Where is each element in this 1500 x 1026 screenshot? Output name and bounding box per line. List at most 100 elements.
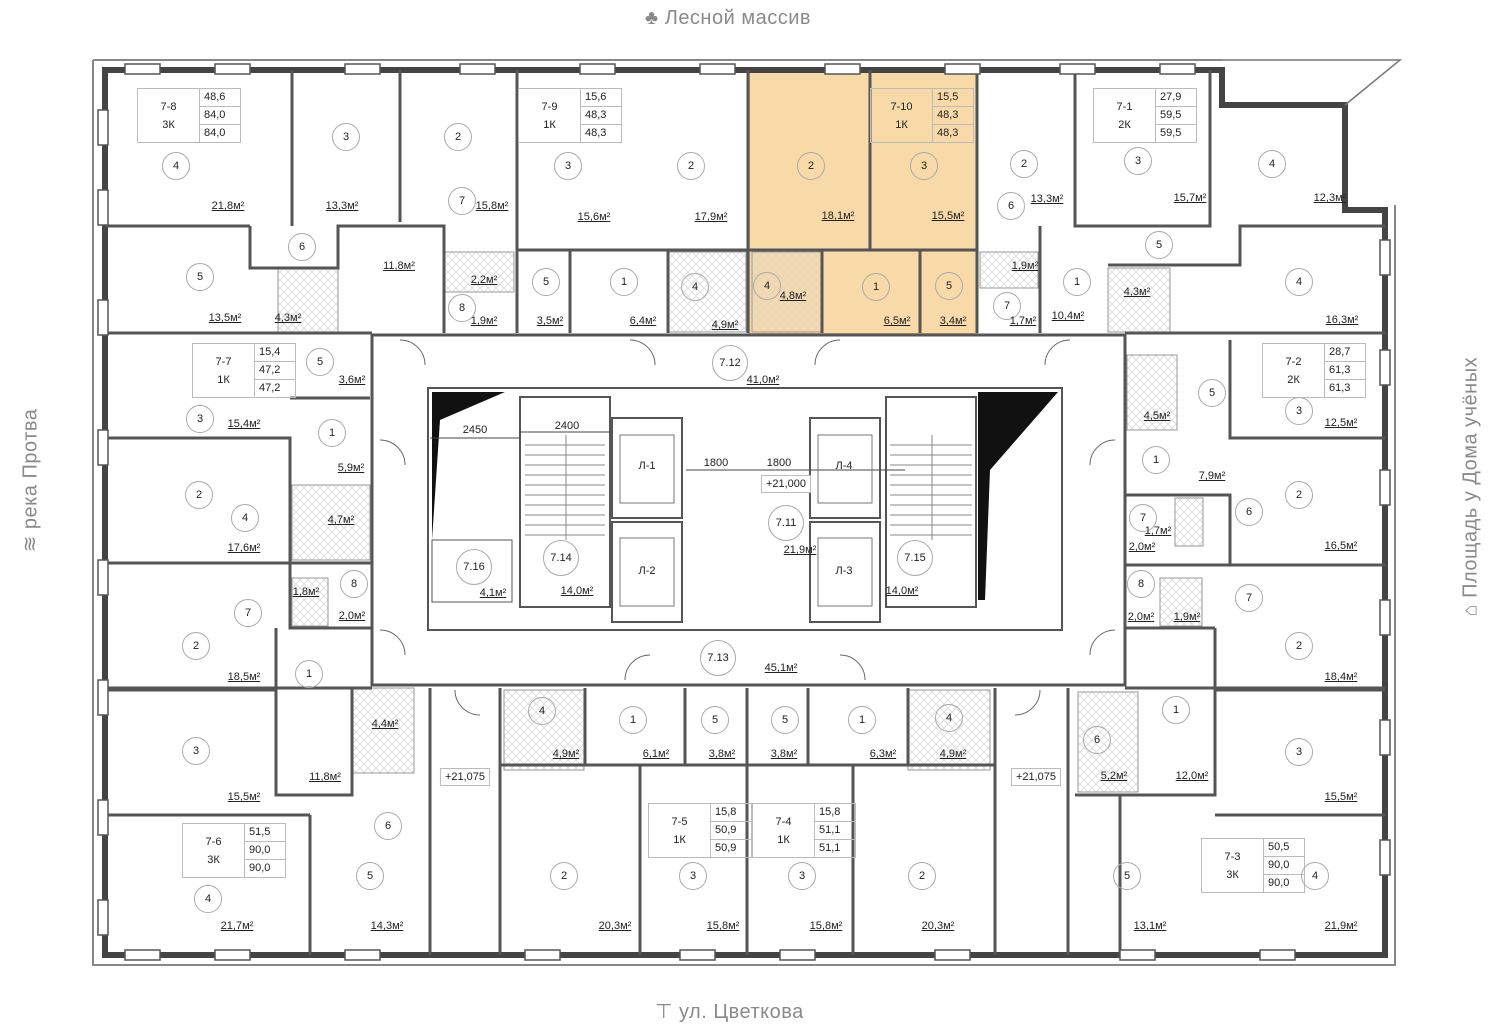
- apartment-type: 1К: [673, 833, 686, 846]
- room-area-label: 20,3м²: [598, 920, 632, 932]
- total-area: 61,3: [1325, 362, 1365, 380]
- common-room-area: 41,0м²: [746, 374, 780, 386]
- room-area-label: 21,8м²: [211, 200, 245, 212]
- apartment-id: 7-8: [160, 100, 177, 113]
- room-number-marker: 2: [677, 152, 705, 180]
- total-area-balcony: 84,0: [204, 127, 226, 139]
- room-area-label: 3,5м²: [536, 315, 564, 327]
- room-area-label: 12,0м²: [1175, 770, 1209, 782]
- room-number-marker: 6: [1235, 498, 1263, 526]
- dimension-label: 2450: [462, 424, 488, 436]
- room-number-marker: 1: [610, 268, 638, 296]
- room-number-marker: 8: [1127, 570, 1155, 598]
- room-number-marker: 6: [997, 192, 1025, 220]
- total-area: 59,5: [1156, 107, 1196, 125]
- room-area-label: 13,3м²: [1030, 193, 1064, 205]
- living-area: 15,8: [815, 804, 855, 822]
- room-number-marker: 5: [1145, 231, 1173, 259]
- room-number-marker: 7: [234, 599, 262, 627]
- room-area-label: 1,7м²: [1009, 315, 1037, 327]
- core: [379, 339, 1116, 716]
- apartment-id: 7-1: [1116, 100, 1133, 113]
- room-number-marker: 1: [1063, 268, 1091, 296]
- elevation-mark: +21,075: [1010, 768, 1062, 786]
- room-area-label: 4,8м²: [779, 290, 807, 302]
- apartment-type: 2К: [1118, 118, 1131, 131]
- common-room-marker: 7.15: [897, 540, 933, 576]
- room-area-label: 3,8м²: [770, 748, 798, 760]
- room-number-marker: 1: [1162, 696, 1190, 724]
- living-area: 48,6: [200, 89, 240, 107]
- room-number-marker: 3: [679, 862, 707, 890]
- building-icon: ⌂: [1459, 597, 1482, 617]
- room-area-label: 5,2м²: [1100, 770, 1128, 782]
- total-area-balcony: 48,3: [937, 127, 959, 139]
- room-number-marker: 4: [1285, 268, 1313, 296]
- apartment-type: 3К: [207, 853, 220, 866]
- room-number-marker: 3: [1124, 147, 1152, 175]
- room-area-label: 1,9м²: [1011, 260, 1039, 272]
- room-number-marker: 5: [186, 263, 214, 291]
- apartment-type: 2К: [1287, 373, 1300, 386]
- river-icon: ≋: [19, 529, 42, 553]
- room-area-label: 12,3м²: [1313, 192, 1347, 204]
- common-room-area: 45,1м²: [764, 662, 798, 674]
- lift-label: Л-1: [638, 460, 656, 472]
- room-area-label: 21,7м²: [220, 920, 254, 932]
- living-area: 15,8: [711, 804, 751, 822]
- north-label: ♣ Лесной массив: [645, 7, 812, 29]
- room-area-label: 17,6м²: [227, 542, 261, 554]
- room-area-label: 13,5м²: [208, 312, 242, 324]
- total-area: 84,0: [200, 107, 240, 125]
- room-number-marker: 4: [231, 504, 259, 532]
- room-number-marker: 3: [554, 152, 582, 180]
- room-area-label: 18,4м²: [1324, 671, 1358, 683]
- living-area: 51,5: [245, 824, 285, 842]
- room-number-marker: 5: [1113, 862, 1141, 890]
- room-area-label: 6,4м²: [629, 315, 657, 327]
- room-area-label: 16,3м²: [1325, 314, 1359, 326]
- room-area-label: 7,9м²: [1198, 470, 1226, 482]
- total-area: 50,9: [711, 822, 751, 840]
- room-number-marker: 2: [550, 862, 578, 890]
- room-area-label: 3,6м²: [338, 374, 366, 386]
- west-label: ≋ река Протва: [19, 408, 42, 553]
- total-area: 51,1: [815, 822, 855, 840]
- total-area: 90,0: [245, 842, 285, 860]
- room-area-label: 15,8м²: [809, 920, 843, 932]
- living-area: 28,7: [1325, 344, 1365, 362]
- room-number-marker: 3: [186, 405, 214, 433]
- room-area-label: 1,9м²: [470, 315, 498, 327]
- lift-label: Л-3: [835, 565, 853, 577]
- room-number-marker: 3: [1285, 397, 1313, 425]
- apartment-id: 7-4: [775, 815, 792, 828]
- room-number-marker: 1: [619, 706, 647, 734]
- room-number-marker: 3: [788, 862, 816, 890]
- room-area-label: 13,1м²: [1133, 920, 1167, 932]
- room-area-label: 15,5м²: [227, 791, 261, 803]
- room-number-marker: 3: [910, 152, 938, 180]
- living-area: 15,6: [581, 89, 621, 107]
- room-number-marker: 4: [753, 272, 781, 300]
- apartment-id: 7-2: [1285, 355, 1302, 368]
- apartment-id: 7-5: [671, 815, 688, 828]
- room-area-label: 6,3м²: [869, 748, 897, 760]
- elevation-mark: +21,000: [760, 475, 812, 493]
- living-area: 15,5: [933, 89, 973, 107]
- room-number-marker: 4: [528, 697, 556, 725]
- living-area: 27,9: [1156, 89, 1196, 107]
